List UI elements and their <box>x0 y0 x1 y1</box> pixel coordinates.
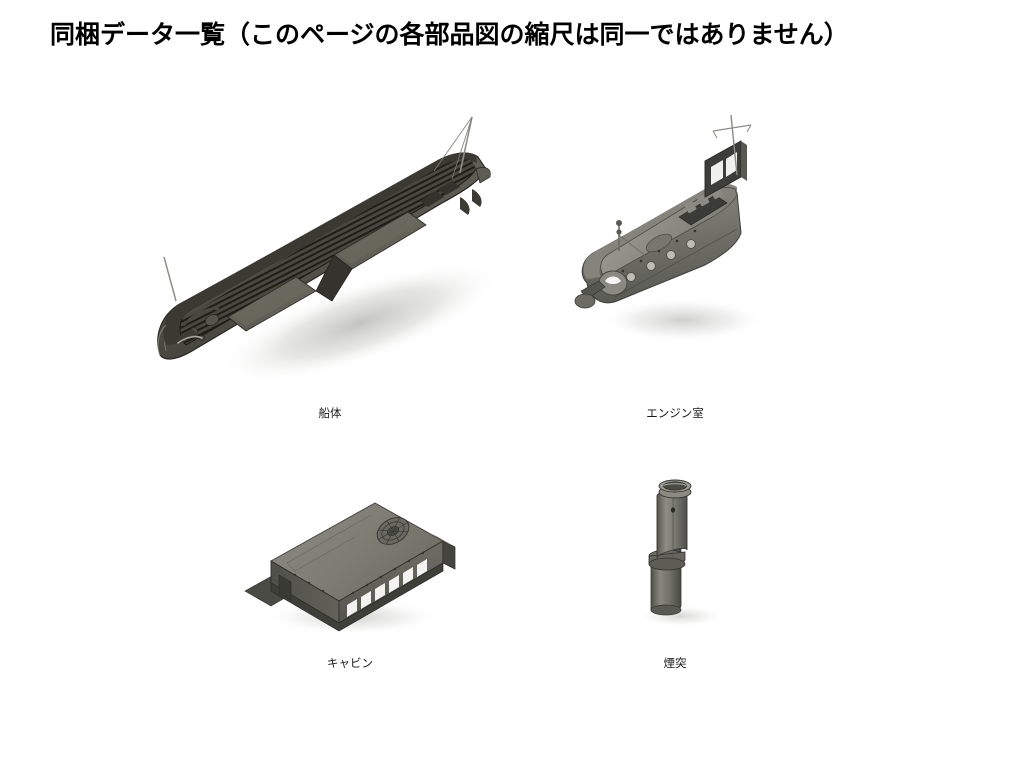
funnel-ground-shadow <box>637 605 725 627</box>
page-title: 同梱データ一覧（このページの各部品図の縮尺は同一ではありません） <box>50 21 849 49</box>
engine-bulkhead-edge <box>741 141 747 181</box>
engine-mast-crossbar <box>712 124 752 132</box>
cabin-window-4 <box>389 575 399 593</box>
cabin-aft-block <box>442 540 456 570</box>
hull-stern-stay-a <box>433 116 473 172</box>
hull-hold-forward-floor <box>232 279 310 326</box>
engine-mast <box>730 114 738 176</box>
part-caption-funnel: 煙突 <box>663 658 687 670</box>
hull-bow-mast <box>163 256 177 302</box>
engine-room-render <box>555 105 795 405</box>
engine-bow-drum <box>574 293 596 309</box>
engine-lower-seam <box>614 228 738 298</box>
engine-mast-crossbar-tip-left <box>712 130 718 139</box>
hull-transom <box>475 167 491 184</box>
engine-porthole-2 <box>646 261 656 271</box>
engine-rivet-group <box>621 229 697 273</box>
part-cell-funnel[interactable]: 煙突 <box>595 460 755 690</box>
engine-deck-rim <box>583 183 737 279</box>
cabin-window-3 <box>375 583 385 601</box>
cabin-door <box>278 574 292 601</box>
part-cell-engine-room[interactable]: エンジン室 <box>555 105 795 425</box>
part-cell-hull[interactable]: 船体 <box>120 105 540 425</box>
engine-cylinder-1 <box>684 200 697 214</box>
hull-stern-mast <box>459 116 473 174</box>
engine-porthole-group <box>626 239 696 282</box>
cabin-window-group <box>347 559 427 617</box>
hull-deck-planking <box>179 159 477 345</box>
hull-propeller <box>460 197 470 215</box>
part-caption-engine-room: エンジン室 <box>646 408 704 420</box>
cabin-aft-top <box>431 533 455 547</box>
engine-porthole-3 <box>666 250 676 260</box>
engine-porthole-4 <box>686 239 696 249</box>
engine-cylinder-2 <box>697 193 710 207</box>
engine-bow-hatch-window <box>605 276 621 284</box>
ship-hull-render <box>120 105 540 405</box>
engine-bow-post-cap <box>616 220 622 226</box>
cabin-roof-seam-b <box>294 536 356 572</box>
funnel-rim-highlight <box>663 483 687 487</box>
cabin-window-5 <box>403 567 413 585</box>
hull-stern-block-b <box>438 181 460 195</box>
engine-bow-stay <box>618 234 648 258</box>
engine-bulkhead-window-1 <box>711 160 723 185</box>
funnel-inspection-hole <box>670 507 676 513</box>
engine-porthole-1 <box>626 272 636 282</box>
hull-bow-rail <box>182 307 220 327</box>
hull-bow-hatch <box>178 329 196 341</box>
funnel-top-opening <box>663 481 687 491</box>
part-caption-hull: 船体 <box>318 408 342 420</box>
hull-bow-fender <box>177 335 203 344</box>
hull-ground-shadow <box>217 261 503 385</box>
cabin-roof-fan <box>376 517 410 545</box>
hull-stern-stay-b <box>451 116 473 180</box>
engine-ground-shadow <box>601 298 765 342</box>
engine-bulkhead-window-2 <box>726 152 737 177</box>
funnel-collar-ring-lower <box>648 557 686 571</box>
engine-deck-hatch <box>645 233 673 253</box>
engine-mast-crossbar-tip-right <box>746 124 752 133</box>
cabin-base-skirt <box>270 562 444 632</box>
hull-rudder <box>472 189 482 207</box>
hull-hold-aft-floor <box>338 214 420 264</box>
cabin-roof-seam-c <box>286 562 296 572</box>
hull-deck-edge <box>179 168 477 346</box>
parts-grid: 船体 <box>0 85 1024 705</box>
part-caption-cabin: キャビン <box>327 658 373 670</box>
cabin-rivet-group <box>293 551 425 595</box>
cabin-window-1 <box>347 599 357 617</box>
hull-stern-block-a <box>420 191 444 207</box>
funnel-render <box>595 460 755 640</box>
hull-stem-highlight <box>157 324 167 356</box>
engine-bow-post-ring <box>616 229 622 235</box>
hull-bow-winch <box>205 314 219 326</box>
funnel-base-ellipse <box>650 604 682 616</box>
cabin-window-6 <box>417 559 427 577</box>
hull-midship-bulkhead <box>315 254 353 302</box>
cabin-roof-seam-a <box>286 514 372 564</box>
part-cell-cabin[interactable]: キャビン <box>235 460 465 690</box>
cabin-render <box>235 475 465 655</box>
cabin-window-2 <box>361 591 371 609</box>
